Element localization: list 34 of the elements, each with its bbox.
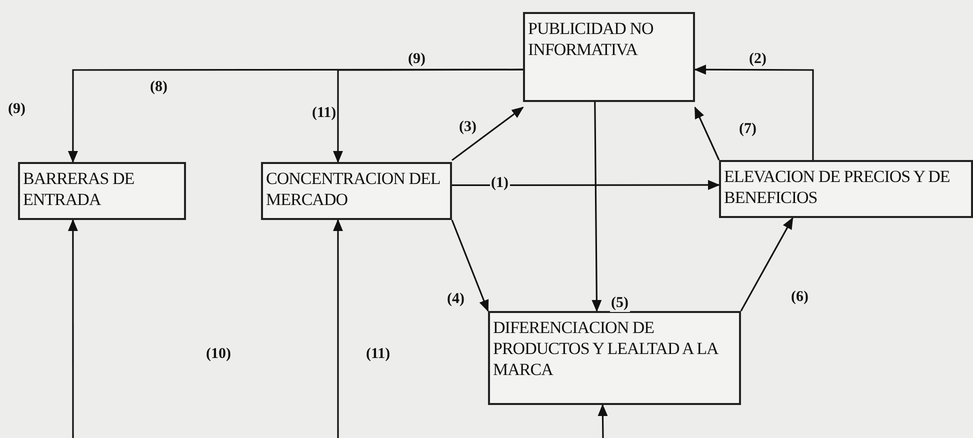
callout-number: (9)	[408, 50, 426, 68]
arrow	[332, 68, 523, 163]
arrow	[452, 180, 720, 190]
box-label: ELEVACION DE PRECIOS Y DE BENEFICIOS	[724, 166, 951, 208]
arrow	[694, 64, 814, 160]
box-label: DIFERENCIACION DE PRODUCTOS Y LEALTAD A LA MARCA	[493, 317, 719, 380]
box-label: BARRERAS DE ENTRADA	[23, 168, 136, 210]
arrow	[452, 106, 524, 161]
arrow	[451, 220, 489, 312]
edge-label: (3)	[458, 118, 478, 136]
edge-label: (5)	[610, 294, 630, 312]
arrow	[332, 219, 343, 438]
process-box	[523, 12, 695, 102]
process-box	[719, 160, 973, 218]
arrow	[68, 219, 78, 438]
process-box	[261, 162, 452, 220]
arrow	[592, 102, 602, 312]
edge-label: (6)	[790, 288, 810, 306]
box-label: CONCENTRACION DEL MERCADO	[266, 168, 441, 210]
arrow	[694, 106, 720, 160]
callout-number: (10)	[206, 345, 231, 363]
process-box	[488, 311, 741, 405]
edge-label: (7)	[738, 120, 758, 138]
callout-number: (9)	[8, 100, 26, 118]
edge-label: (2)	[748, 50, 768, 68]
process-box	[18, 162, 186, 220]
box-label: PUBLICIDAD NO INFORMATIVA	[528, 18, 654, 60]
edge-label: (4)	[446, 290, 466, 308]
callout-number: (8)	[150, 78, 168, 96]
callout-number: (11)	[312, 104, 336, 122]
edge-label: (1)	[490, 174, 510, 192]
callout-number: (11)	[366, 345, 390, 363]
arrow	[598, 404, 608, 438]
arrow	[740, 217, 794, 312]
